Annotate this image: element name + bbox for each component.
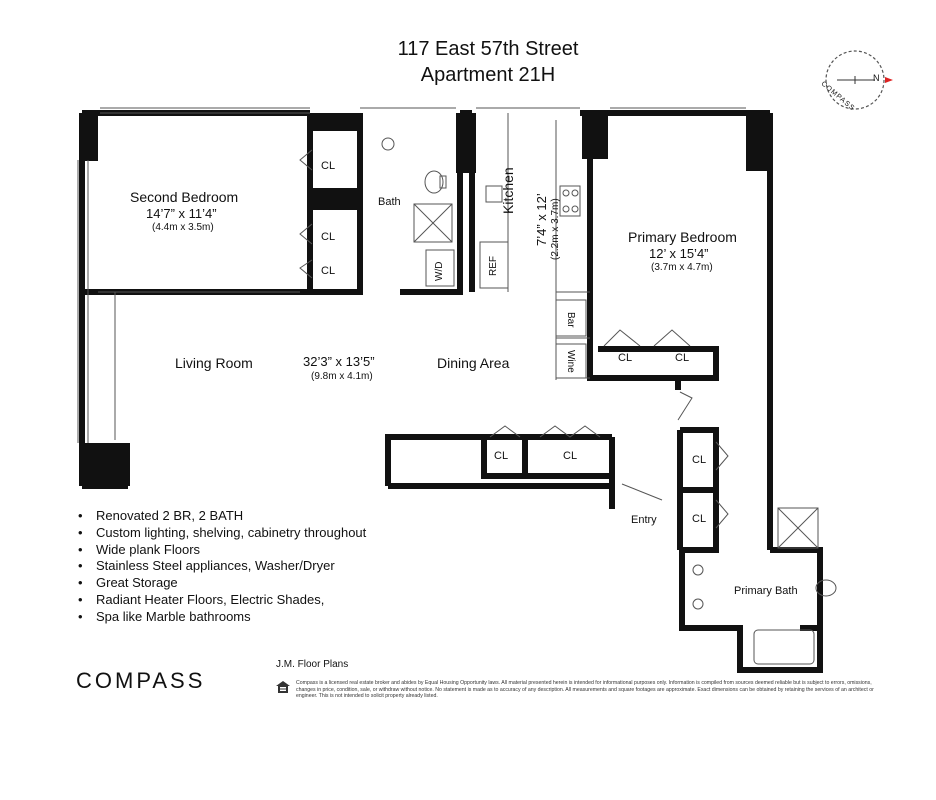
feature-item: Custom lighting, shelving, cabinetry thr… [78, 525, 366, 542]
second-bedroom-metric: (4.4m x 3.5m) [152, 222, 214, 233]
closet-label: CL [494, 450, 509, 462]
living-room-label: Living Room [175, 355, 253, 371]
kitchen-dims: 7’4” x 12’ [534, 193, 549, 246]
closet-label: CL [692, 513, 707, 525]
bath-label: Bath [378, 196, 401, 208]
closet-label: CL [321, 265, 336, 277]
kitchen-label: Kitchen [500, 167, 516, 214]
primary-bedroom-dims: 12’ x 15’4” [649, 246, 709, 261]
feature-item: Stainless Steel appliances, Washer/Dryer [78, 558, 366, 575]
closet-label: CL [321, 160, 336, 172]
washer-dryer-label: W/D [434, 261, 445, 281]
feature-item: Spa like Marble bathrooms [78, 609, 366, 626]
primary-bath-label: Primary Bath [734, 585, 798, 597]
primary-bedroom-label: Primary Bedroom [628, 229, 737, 245]
feature-item: Renovated 2 BR, 2 BATH [78, 508, 366, 525]
plan-unit: Apartment 21H [420, 64, 556, 86]
compass-rose-icon: N COMPASS [815, 43, 895, 123]
living-room-metric: (9.8m x 4.1m) [311, 371, 373, 382]
closet-label: CL [675, 352, 690, 364]
kitchen-metric: (2.2m x 3.7m) [550, 198, 561, 260]
closet-label: CL [618, 352, 633, 364]
entry-label: Entry [631, 514, 657, 526]
plan-credit: J.M. Floor Plans [276, 659, 349, 670]
features-list: Renovated 2 BR, 2 BATH Custom lighting, … [78, 508, 366, 626]
wine-label: Wine [565, 350, 576, 373]
equal-housing-icon [276, 681, 290, 693]
dining-area-label: Dining Area [437, 355, 510, 371]
brand-logo: COMPASS [76, 668, 206, 693]
feature-item: Radiant Heater Floors, Electric Shades, [78, 592, 366, 609]
bar-label: Bar [565, 312, 576, 328]
feature-item: Wide plank Floors [78, 542, 366, 559]
living-room-dims: 32’3” x 13’5” [303, 354, 375, 369]
legal-disclaimer: Compass is a licensed real estate broker… [296, 680, 874, 700]
closet-label: CL [563, 450, 578, 462]
plan-address: 117 East 57th Street [397, 38, 579, 60]
refrigerator-label: REF [488, 256, 499, 276]
closet-label: CL [692, 454, 707, 466]
compass-north-label: N [873, 73, 880, 83]
second-bedroom-dims: 14’7” x 11’4” [146, 206, 217, 221]
primary-bedroom-metric: (3.7m x 4.7m) [651, 262, 713, 273]
closet-label: CL [321, 231, 336, 243]
feature-item: Great Storage [78, 575, 366, 592]
second-bedroom-label: Second Bedroom [130, 189, 239, 205]
